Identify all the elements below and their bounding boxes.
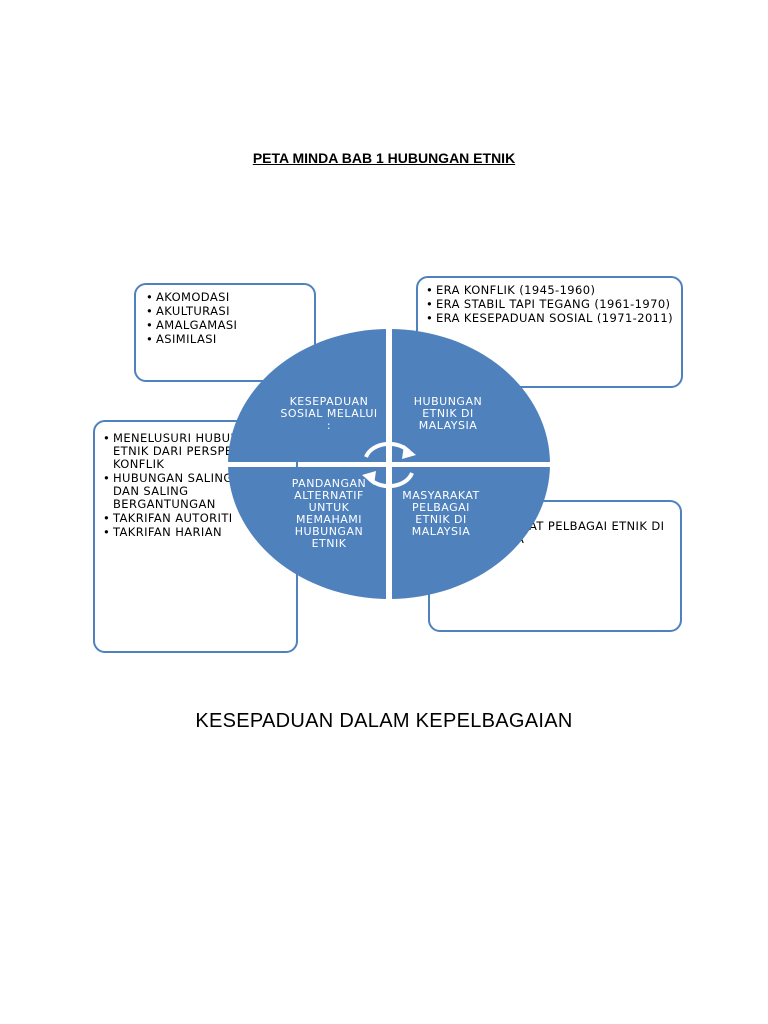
list-item: AMALGAMASI — [144, 319, 306, 333]
list-item: TAKRIFAN HARIAN — [101, 526, 290, 540]
list-item: TAKRIFAN AUTORITI — [101, 512, 290, 526]
list-item: AKULTURASI — [144, 305, 306, 319]
quadrant-label-bottom-left: PANDANGAN ALTERNATIF UNTUK MEMAHAMI HUBU… — [291, 477, 367, 550]
list-item: ERA KESEPADUAN SOSIAL (1971-2011) — [424, 312, 675, 326]
page-title: PETA MINDA BAB 1 HUBUNGAN ETNIK — [252, 150, 516, 166]
cycle-arrowheads — [362, 445, 416, 485]
list-item: ERA STABIL TAPI TEGANG (1961-1970) — [424, 298, 675, 312]
box-top-right-list: ERA KONFLIK (1945-1960) ERA STABIL TAPI … — [424, 284, 675, 326]
quadrant-label-bottom-right: MASYARAKAT PELBAGAI ETNIK DI MALAYSIA — [402, 489, 480, 538]
list-item: ERA KONFLIK (1945-1960) — [424, 284, 675, 298]
list-item: AKOMODASI — [144, 291, 306, 305]
quadrant-label-top-left: KESEPADUAN SOSIAL MELALUI : — [280, 395, 378, 432]
list-item: MENELUSURI HUBUNGAN ETNIK DARI PERSPEKTI… — [101, 432, 290, 471]
list-item: ASIMILASI — [144, 333, 306, 347]
tagline: KESEPADUAN DALAM KEPELBAGAIAN — [195, 710, 573, 732]
cycle-diagram — [228, 329, 550, 599]
quadrant-label-top-right: HUBUNGAN ETNIK DI MALAYSIA — [413, 395, 483, 432]
box-top-left-list: AKOMODASI AKULTURASI AMALGAMASI ASIMILAS… — [144, 291, 306, 347]
box-top-left: AKOMODASI AKULTURASI AMALGAMASI ASIMILAS… — [134, 283, 316, 382]
